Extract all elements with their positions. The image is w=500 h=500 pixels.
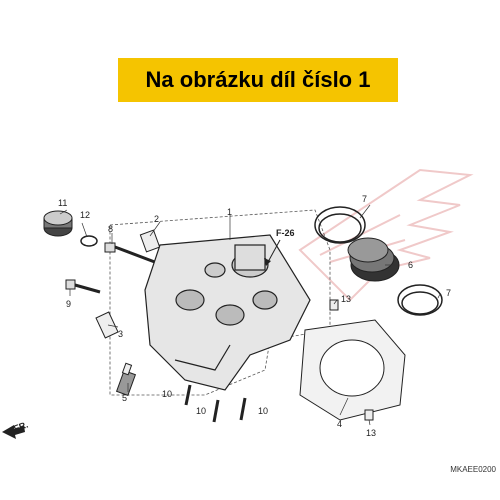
part-head-gasket	[299, 319, 406, 421]
title-banner: Na obrázku díl číslo 1	[118, 58, 398, 102]
callout-2: 2	[154, 214, 159, 224]
part-bolt-long	[104, 242, 161, 266]
ref-arrow	[264, 239, 281, 266]
callout-11: 11	[58, 198, 67, 208]
part-cylinder-head	[144, 234, 311, 391]
part-dowel-a	[329, 299, 339, 311]
part-clamp-upper	[314, 206, 366, 244]
part-intake-boot	[347, 237, 400, 282]
callout-7a: 7	[362, 194, 367, 204]
callout-13b: 13	[366, 428, 376, 438]
callout-1: 1	[227, 207, 232, 217]
part-o-ring	[80, 235, 98, 247]
callout-10b: 10	[196, 406, 206, 416]
wing-watermark	[298, 168, 474, 302]
banner-text: Na obrázku díl číslo 1	[145, 67, 371, 92]
ref-label: F-26	[276, 228, 295, 238]
fr-label: FR.	[12, 419, 29, 433]
callout-10c: 10	[258, 406, 268, 416]
part-oil-cap	[43, 210, 73, 237]
callout-12: 12	[80, 210, 90, 220]
callout-6: 6	[408, 260, 413, 270]
callout-13a: 13	[341, 294, 351, 304]
part-spark-plug	[115, 362, 137, 397]
part-dowel-b	[364, 409, 374, 421]
leader-lines	[59, 204, 441, 426]
callout-5: 5	[122, 393, 127, 403]
front-direction-arrow	[2, 425, 25, 439]
part-studs	[184, 384, 247, 423]
callout-3: 3	[118, 329, 123, 339]
part-dowel-sleeve	[95, 311, 119, 339]
part-bolt-short	[65, 279, 101, 294]
callout-7b: 7	[446, 288, 451, 298]
part-dowel-pin	[139, 229, 161, 253]
callout-9: 9	[66, 299, 71, 309]
callout-10a: 10	[162, 389, 172, 399]
assembly-outline	[109, 209, 331, 396]
diagram-code: MKAEE0200	[450, 465, 496, 474]
part-clamp-lower	[397, 284, 443, 316]
callout-8: 8	[108, 224, 113, 234]
callout-4: 4	[337, 419, 342, 429]
